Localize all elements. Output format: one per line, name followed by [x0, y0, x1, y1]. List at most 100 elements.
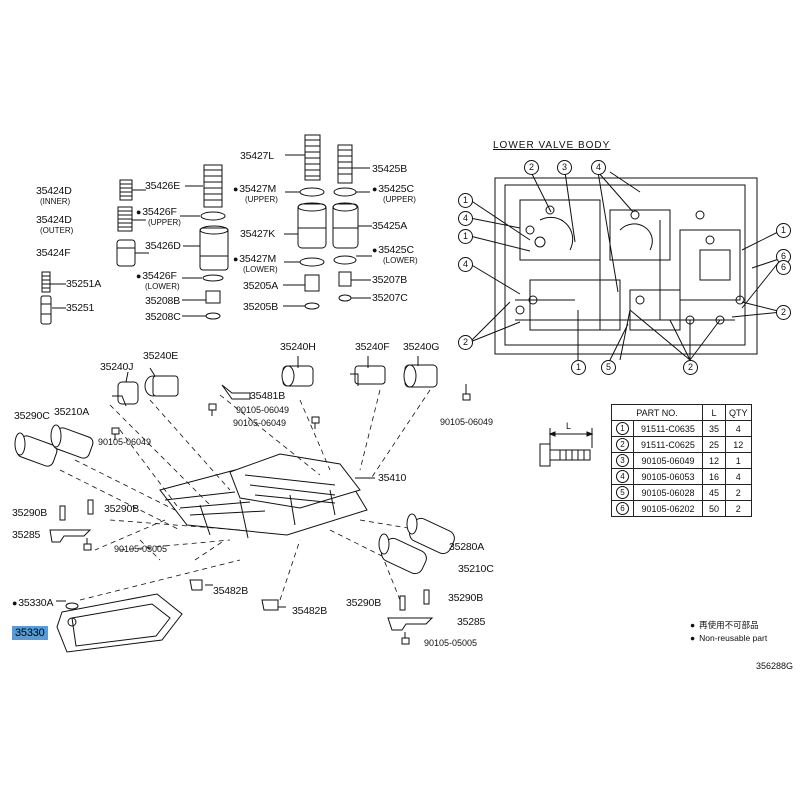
label-35330-highlighted[interactable]: 35330: [12, 626, 48, 640]
bolt-90105-05005-left: [83, 538, 92, 551]
row-qty: 4: [725, 468, 752, 485]
valve-body-35410: [159, 453, 368, 539]
row-num: 1: [611, 420, 634, 437]
label-bolt-90105-06049-d: 90105-06049: [440, 417, 494, 427]
table-row: 5 90105-06028 45 2: [611, 484, 752, 501]
sublabel-inner: (INNER): [40, 197, 71, 206]
legend-bullet-icon: [690, 620, 699, 630]
label-35240e: 35240E: [143, 350, 179, 362]
label-35424d-inner: 35424D: [36, 185, 72, 197]
pin-35290b-right-2: [423, 589, 430, 605]
row-no-badge: 3: [616, 454, 629, 467]
plug-35207b: [338, 271, 352, 287]
row-l: 25: [702, 436, 726, 453]
label-35427k: 35427K: [240, 228, 276, 240]
sublabel-upper-1: (UPPER): [148, 218, 181, 227]
sublabel-upper-2: (UPPER): [245, 195, 278, 204]
label-35251: 35251: [66, 302, 95, 314]
label-35240f: 35240F: [355, 341, 390, 353]
row-qty: 2: [725, 500, 752, 517]
ring-35207c: [338, 294, 352, 302]
plate-35285-left: [49, 529, 92, 543]
sublabel-lower-2: (LOWER): [243, 265, 278, 274]
legend-en: Non-reusable part: [690, 633, 767, 643]
label-35482b-b: 35482B: [292, 605, 328, 617]
row-qty: 2: [725, 484, 752, 501]
strainer-35330: [56, 593, 183, 653]
callout-1b: 1: [458, 229, 473, 244]
row-part: 90105-06049: [633, 452, 703, 469]
row-num: 5: [611, 484, 634, 501]
label-35207b: 35207B: [372, 274, 408, 286]
row-l: 12: [702, 452, 726, 469]
row-l: 16: [702, 468, 726, 485]
solenoid-35240h: [281, 365, 314, 387]
label-35426d: 35426D: [145, 240, 181, 252]
callout-6b: 6: [776, 260, 791, 275]
row-no-badge: 5: [616, 486, 629, 499]
label-bolt-90105-05005-left: 90105-05005: [114, 544, 168, 554]
row-part: 90105-06202: [633, 500, 703, 517]
table-row: 2 91511-C0625 25 12: [611, 436, 752, 453]
label-35207c: 35207C: [372, 292, 408, 304]
solenoid-35240j: [112, 381, 139, 407]
solenoid-35210a: [50, 424, 94, 459]
plug-35208b: [205, 290, 221, 304]
legend-en-text: Non-reusable part: [699, 633, 768, 643]
row-num: 3: [611, 452, 634, 469]
solenoid-35280a: [406, 513, 455, 555]
row-qty: 1: [725, 452, 752, 469]
row-num: 2: [611, 436, 634, 453]
spring-35426e: [203, 164, 223, 208]
spring-35251a: [41, 271, 51, 293]
sublabel-upper-3: (UPPER): [383, 195, 416, 204]
solenoid-35290c: [14, 432, 58, 467]
clip-35482b-b: [261, 599, 279, 611]
row-num: 4: [611, 468, 634, 485]
callout-4: 4: [458, 211, 473, 226]
callout-2c: 2: [776, 305, 791, 320]
label-35427l: 35427L: [240, 150, 274, 162]
plate-35285-right: [387, 617, 434, 631]
solenoid-35240f: [350, 365, 386, 386]
legend-bullet-icon: [690, 633, 699, 643]
label-35330a: 35330A: [12, 597, 53, 609]
clip-35481b: [221, 384, 251, 400]
label-35290b-left-2: 35290B: [104, 503, 140, 515]
bolt-90105-05005-right: [401, 632, 410, 645]
row-no-badge: 6: [616, 502, 629, 515]
label-35425a: 35425A: [372, 220, 408, 232]
o-ring-35427m-lower: [299, 257, 325, 267]
parts-table-header: PART NO. L QTY: [611, 404, 752, 421]
label-35240h: 35240H: [280, 341, 316, 353]
bolt-90105-06049-d: [462, 384, 471, 401]
row-qty: 4: [725, 420, 752, 437]
valve-35251: [40, 295, 52, 325]
spring-35424d-outer: [117, 206, 133, 232]
lower-valve-body-illustration: [469, 171, 783, 365]
row-part: 91511-C0635: [633, 420, 703, 437]
label-35481b: 35481B: [250, 390, 286, 402]
callout-4c: 4: [591, 160, 606, 175]
plug-35424f: [116, 239, 136, 267]
bolt-length-label: L: [566, 421, 571, 431]
bolt-90105-06049-c: [111, 427, 120, 440]
label-35425b: 35425B: [372, 163, 408, 175]
label-35424f: 35424F: [36, 247, 71, 259]
label-35426f-upper: 35426F: [136, 206, 177, 218]
label-35426e: 35426E: [145, 180, 181, 192]
row-part: 90105-06053: [633, 468, 703, 485]
sleeve-35427k: [297, 202, 327, 249]
label-35425c-lower: 35425C: [372, 244, 414, 256]
sleeve-35425a: [332, 202, 359, 249]
row-no-badge: 1: [616, 422, 629, 435]
o-ring-35426f-lower: [202, 274, 224, 282]
row-l: 50: [702, 500, 726, 517]
sublabel-lower-1: (LOWER): [145, 282, 180, 291]
callout-1: 1: [458, 193, 473, 208]
label-35208c: 35208C: [145, 311, 181, 323]
spring-35424d-inner: [119, 179, 133, 201]
label-35426f-lower: 35426F: [136, 270, 177, 282]
label-35330-wrap: 35330: [12, 626, 48, 640]
